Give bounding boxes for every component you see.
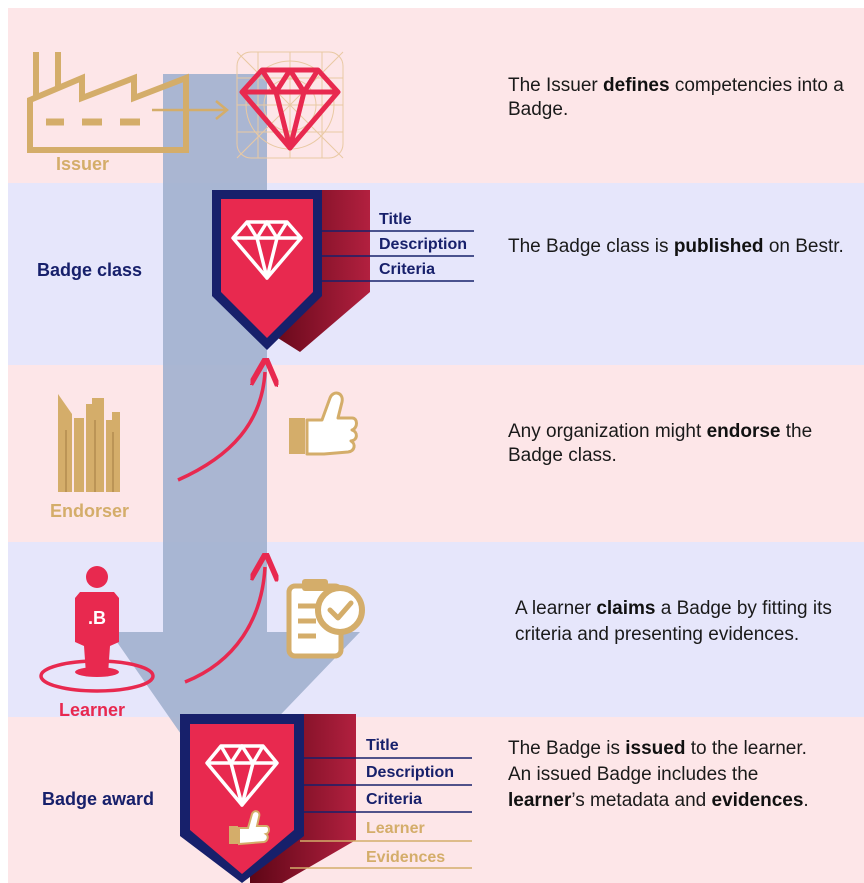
badge-thumbs-up-icon [229,810,270,846]
badge-award-field-title: Title [366,737,399,754]
clipboard-check-icon [286,579,365,659]
person-mark: .B [88,608,106,628]
badge-class-band [8,183,864,365]
badge-award-description-line-2: An issued Badge includes the learner’s m… [508,764,809,811]
process-flow-arrow [110,74,360,783]
badge-award-description: The Badge is issued to the learner. An i… [508,736,818,814]
gem-icon [239,67,341,151]
learner-description: A learner claims a Badge by fitting its … [515,598,832,645]
thumbs-up-icon [289,391,358,456]
issuer-to-gem-arrow [152,100,229,120]
badge-award-field-description: Description [366,764,455,781]
issuer-description: The Issuer defines competencies into a B… [508,75,844,120]
badge-award-field-evidences: Evidences [366,849,446,866]
endorser-band [8,365,864,542]
endorser-label: Endorser [50,501,130,521]
badge-award-field-lines [290,757,472,869]
claim-curve-arrow [184,567,265,684]
badge-class-field-description: Description [379,236,468,253]
badge-class-label: Badge class [37,260,143,280]
person-icon: .B [39,566,155,693]
badge-class-field-title: Title [379,211,412,228]
badge-award-icon [180,714,356,883]
badge-award-field-learner: Learner [366,820,425,837]
learner-label: Learner [59,700,126,720]
badge-award-band [8,717,864,883]
endorser-description: Any organization might endorse the Badge… [508,421,813,466]
buildings-icon-detail [65,420,114,492]
badge-class-description: The Badge class is published on Bestr. [508,236,844,257]
issuer-label: Issuer [56,154,110,174]
badge-class-field-lines [322,230,474,282]
buildings-icon [58,394,120,492]
badge-award-description-line-1: The Badge is issued to the learner. [508,738,807,759]
badge-award-field-criteria: Criteria [366,791,423,808]
endorse-curve-arrow [177,372,265,482]
badge-award-label: Badge award [42,789,155,809]
factory-icon [27,52,189,153]
issuer-band [8,8,864,183]
badge-class-field-criteria: Criteria [379,261,436,278]
